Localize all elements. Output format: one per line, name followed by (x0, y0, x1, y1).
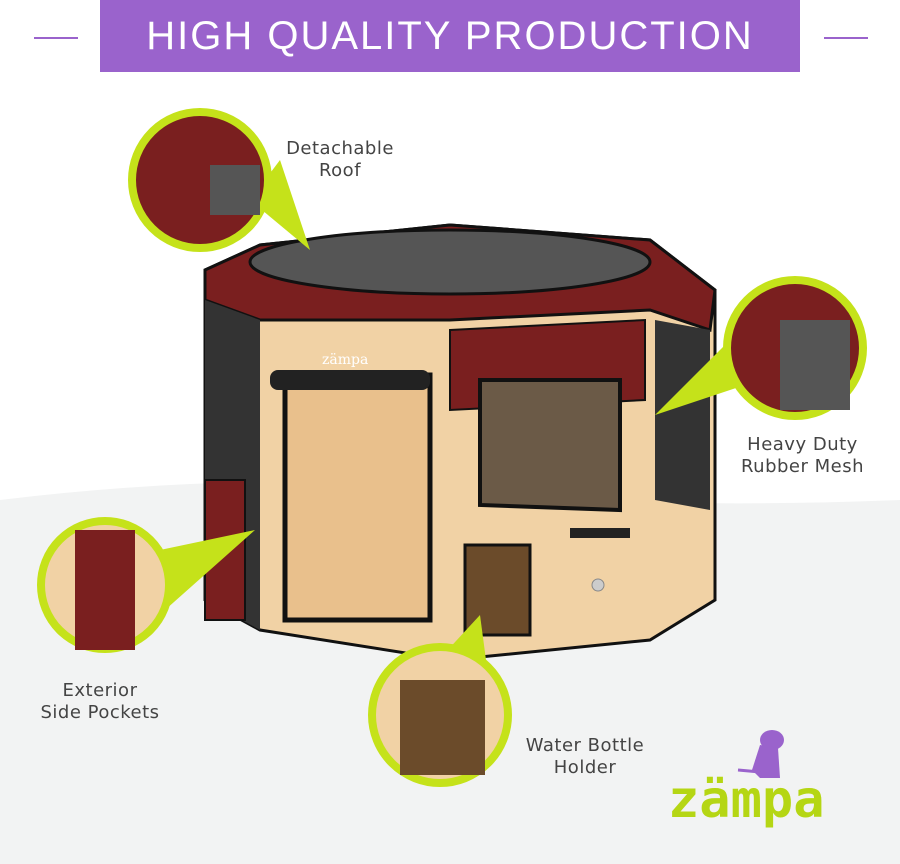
callout-mesh (655, 276, 867, 420)
label-line: Rubber Mesh (740, 456, 865, 477)
divider-left (34, 37, 78, 39)
divider-right (824, 37, 868, 39)
pen-brand-label: zämpa (322, 352, 369, 368)
label-line: Water Bottle (525, 735, 645, 756)
logo-dog-icon (737, 730, 784, 778)
playpen (203, 223, 717, 662)
callout-pockets (37, 517, 255, 653)
label-line: Exterior (62, 680, 138, 701)
banner-title: HIGH QUALITY PRODUCTION (100, 0, 800, 72)
label-line: Holder (553, 757, 617, 778)
label-line: Heavy Duty (747, 434, 858, 455)
brand-logo: zämpa (668, 770, 825, 830)
callout-roof (128, 108, 310, 252)
label-line: Detachable (286, 138, 394, 159)
label-line: Roof (318, 160, 362, 181)
label-line: Side Pockets (40, 702, 160, 723)
callout-bottle (368, 615, 512, 787)
